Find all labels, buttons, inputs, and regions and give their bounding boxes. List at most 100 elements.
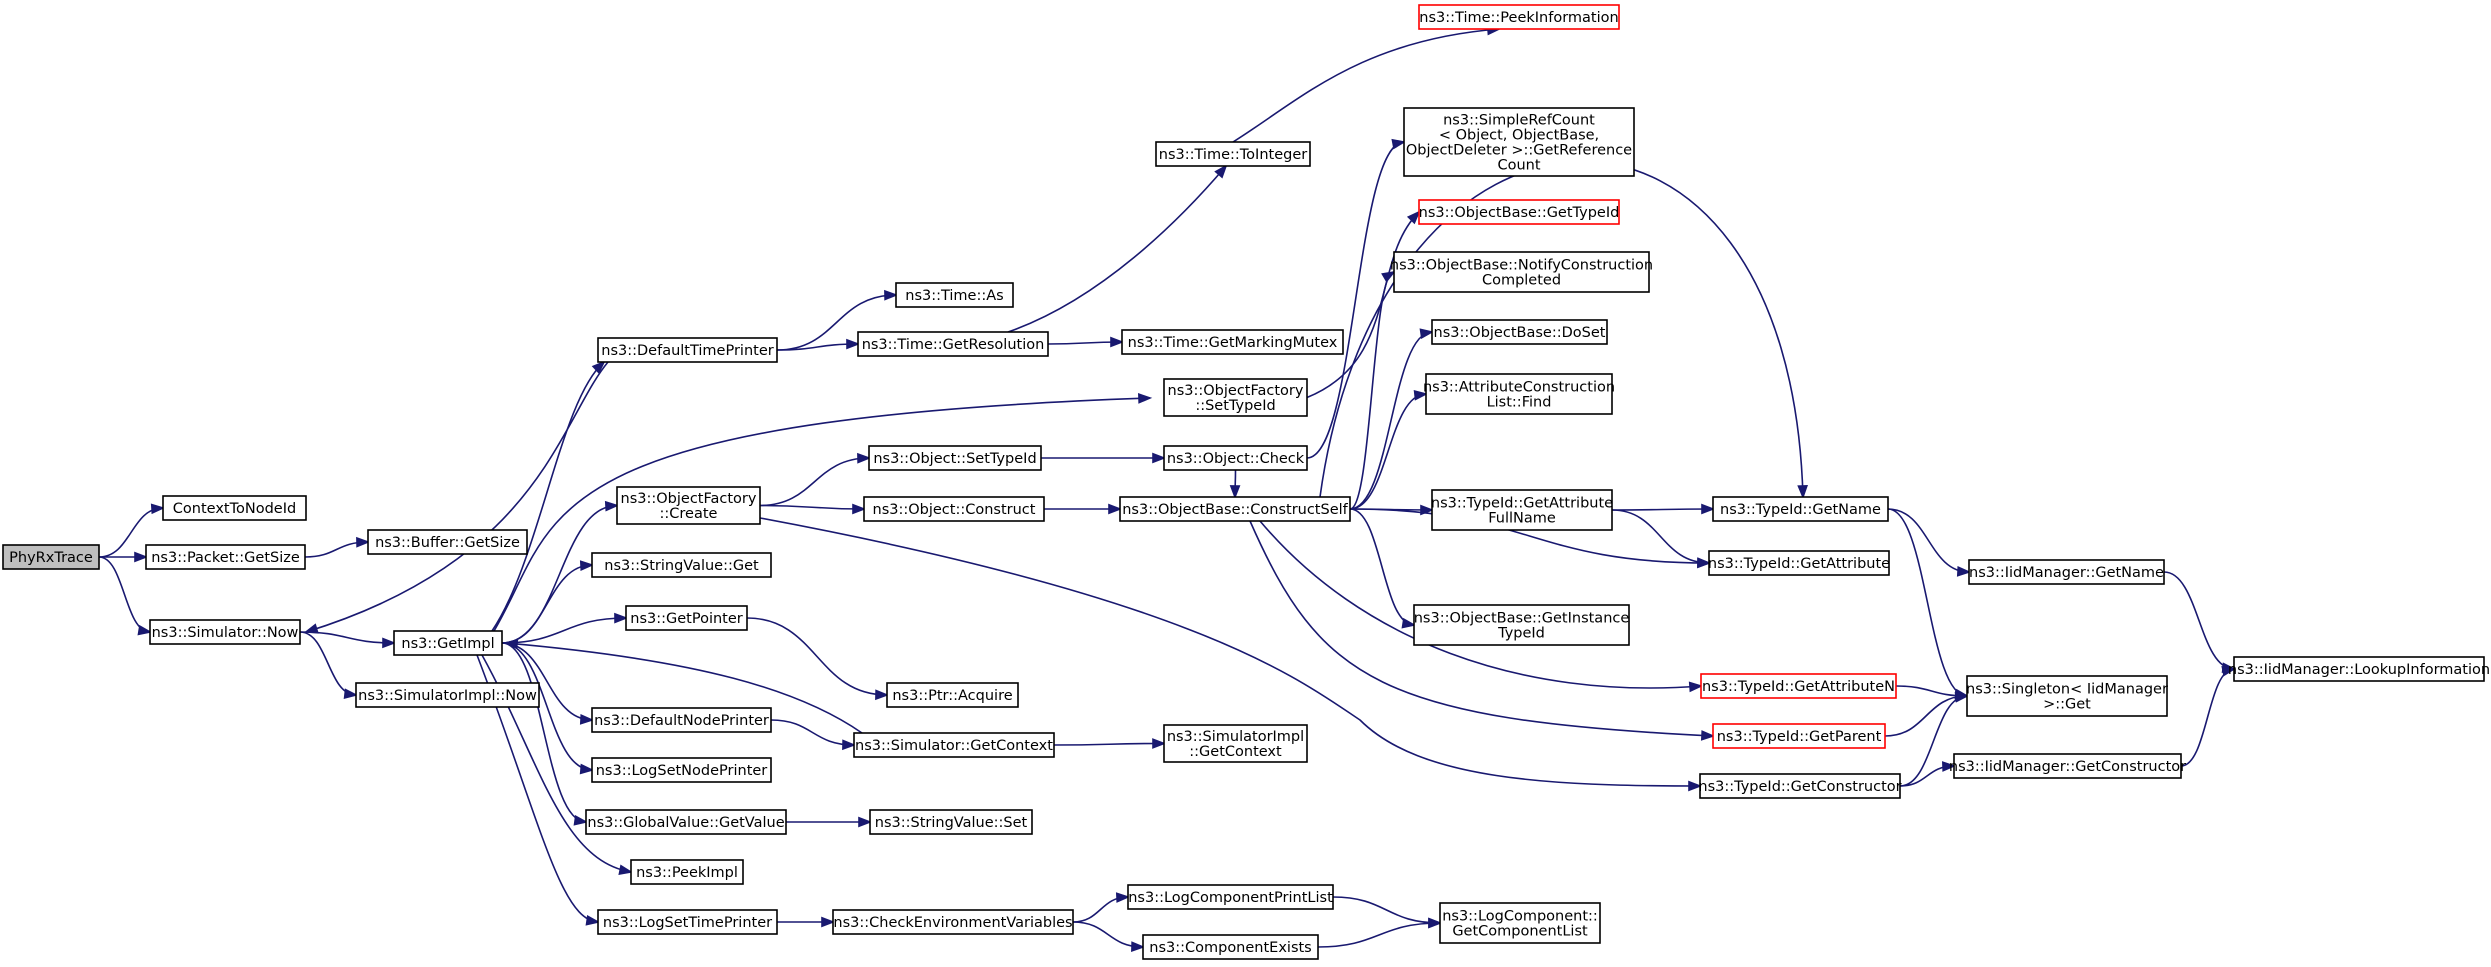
edge-line xyxy=(299,631,395,644)
node-simulatorimpl-now[interactable]: ns3::SimulatorImpl::Now xyxy=(355,682,540,708)
edge-line xyxy=(776,343,859,351)
node-typeid-getconstructor[interactable]: ns3::TypeId::GetConstructor xyxy=(1698,773,1902,799)
node-logcomponentprintlist[interactable]: ns3::LogComponentPrintList xyxy=(1127,884,1334,910)
node-label: ContextToNodeId xyxy=(173,501,296,517)
edge-objectbase-constructself-to-typeid-getattributen xyxy=(1259,520,1704,693)
arrowhead xyxy=(382,637,397,649)
arrowhead xyxy=(1413,389,1429,401)
arrowhead xyxy=(591,360,606,374)
node-objectbase-gettypeid[interactable]: ns3::ObjectBase::GetTypeId xyxy=(1418,199,1620,225)
node-iidmanager-getconstructor[interactable]: ns3::IidManager::GetConstructor xyxy=(1949,753,2186,779)
node-simulatorimpl-getcontext[interactable]: ns3::SimulatorImpl::GetContext xyxy=(1163,724,1308,763)
node-box xyxy=(1127,884,1334,910)
node-checkenvironmentvariables[interactable]: ns3::CheckEnvironmentVariables xyxy=(832,909,1074,935)
node-typeid-getattributen[interactable]: ns3::TypeId::GetAttributeN xyxy=(1700,673,1897,699)
arrowhead xyxy=(1419,328,1435,339)
node-label: ns3::Object::Construct xyxy=(873,502,1036,518)
node-label: ns3::ObjectBase::GetTypeId xyxy=(1419,205,1620,221)
node-logsetnodeprinter[interactable]: ns3::LogSetNodePrinter xyxy=(591,757,772,783)
edge-getimpl-to-logsetnodeprinter xyxy=(501,642,595,775)
node-label: ns3::TypeId::GetConstructor xyxy=(1698,779,1901,795)
node-globalvalue-getvalue[interactable]: ns3::GlobalValue::GetValue xyxy=(585,809,787,835)
node-box xyxy=(1142,934,1319,960)
node-objectfactory-settypeid[interactable]: ns3::ObjectFactory::SetTypeId xyxy=(1163,378,1308,417)
edge-typeid-getattributefullname-to-typeid-getname xyxy=(1611,503,1716,515)
node-logcomponent-getcomponentlist[interactable]: ns3::LogComponent::GetComponentList xyxy=(1439,902,1601,944)
node-packet-getsize[interactable]: ns3::Packet::GetSize xyxy=(145,544,306,570)
node-simulator-getcontext[interactable]: ns3::Simulator::GetContext xyxy=(853,732,1055,758)
node-label: >::Get xyxy=(2043,697,2091,713)
node-componentexists[interactable]: ns3::ComponentExists xyxy=(1142,934,1319,960)
node-simplerefcount[interactable]: ns3::SimpleRefCount< Object, ObjectBase,… xyxy=(1403,107,1635,177)
node-objectfactory-create[interactable]: ns3::ObjectFactory::Create xyxy=(616,486,761,525)
edge-line xyxy=(759,457,870,507)
node-label: ns3::DefaultNodePrinter xyxy=(594,713,769,729)
node-stringvalue-set[interactable]: ns3::StringValue::Set xyxy=(869,809,1033,835)
edge-objectbase-constructself-to-objectbase-doset xyxy=(1349,328,1435,510)
edge-getimpl-to-getpointer xyxy=(501,612,629,644)
arrowhead xyxy=(1110,336,1125,348)
node-label: ns3::LogSetNodePrinter xyxy=(596,763,768,779)
node-time-getmarkingmutex[interactable]: ns3::Time::GetMarkingMutex xyxy=(1121,329,1344,355)
edge-line xyxy=(1349,508,1710,564)
node-label: ns3::SimulatorImpl::Now xyxy=(358,688,537,704)
node-label: ns3::LogComponentPrintList xyxy=(1128,890,1333,906)
edge-checkenvironmentvariables-to-logcomponentprintlist xyxy=(1072,892,1131,923)
node-box xyxy=(1121,329,1344,355)
node-time-tointeger[interactable]: ns3::Time::ToInteger xyxy=(1155,141,1311,167)
node-box xyxy=(1425,373,1613,415)
node-typeid-getname[interactable]: ns3::TypeId::GetName xyxy=(1712,496,1889,522)
node-label: ns3::Simulator::Now xyxy=(152,625,299,641)
node-objectbase-constructself[interactable]: ns3::ObjectBase::ConstructSelf xyxy=(1119,496,1351,522)
node-time-as[interactable]: ns3::Time::As xyxy=(895,282,1014,308)
node-object-construct[interactable]: ns3::Object::Construct xyxy=(863,496,1045,522)
node-box xyxy=(616,486,761,525)
node-iidmanager-lookupinformation[interactable]: ns3::IidManager::LookupInformation xyxy=(2228,656,2490,682)
arrowhead xyxy=(1115,892,1131,903)
node-typeid-getattribute[interactable]: ns3::TypeId::GetAttribute xyxy=(1708,550,1890,576)
arrowhead xyxy=(134,551,149,563)
node-objectbase-doset[interactable]: ns3::ObjectBase::DoSet xyxy=(1431,319,1608,345)
node-object-settypeid[interactable]: ns3::Object::SetTypeId xyxy=(868,445,1042,471)
node-label: ns3::GlobalValue::GetValue xyxy=(587,815,784,831)
node-buffer-getsize[interactable]: ns3::Buffer::GetSize xyxy=(367,529,528,555)
node-label: ns3::LogComponent:: xyxy=(1442,909,1598,925)
edge-simulator-getcontext-to-simulatorimpl-getcontext xyxy=(1053,738,1167,749)
edge-line xyxy=(1053,742,1165,746)
node-label: ns3::ObjectFactory xyxy=(1168,383,1304,399)
node-box xyxy=(591,552,772,578)
node-typeid-getparent[interactable]: ns3::TypeId::GetParent xyxy=(1712,723,1886,749)
edge-line xyxy=(1349,393,1427,510)
node-defaulttimeprinter[interactable]: ns3::DefaultTimePrinter xyxy=(597,337,778,363)
node-phyrxtrace[interactable]: PhyRxTrace xyxy=(2,544,100,570)
node-contexttonodeid[interactable]: ContextToNodeId xyxy=(162,495,307,521)
node-box xyxy=(1700,673,1897,699)
node-time-peekinformation[interactable]: ns3::Time::PeekInformation xyxy=(1418,4,1620,30)
node-object-check[interactable]: ns3::Object::Check xyxy=(1163,445,1308,471)
node-defaultnodeprinter[interactable]: ns3::DefaultNodePrinter xyxy=(591,707,772,733)
node-getpointer[interactable]: ns3::GetPointer xyxy=(625,605,748,631)
node-time-getresolution[interactable]: ns3::Time::GetResolution xyxy=(857,331,1049,357)
edge-line xyxy=(501,564,593,644)
edge-line xyxy=(501,617,627,644)
node-label: ns3::TypeId::GetAttribute xyxy=(1431,496,1613,512)
node-simulator-now[interactable]: ns3::Simulator::Now xyxy=(149,619,301,645)
arrowhead xyxy=(303,623,319,634)
node-iidmanager-getname[interactable]: ns3::IidManager::GetName xyxy=(1968,559,2165,585)
node-singleton-get[interactable]: ns3::Singleton< IidManager >::Get xyxy=(1966,675,2168,717)
node-ptr-acquire[interactable]: ns3::Ptr::Acquire xyxy=(886,682,1019,708)
edge-getimpl-to-objectfactory-settypeid xyxy=(493,393,1153,632)
node-logsettimeprinter[interactable]: ns3::LogSetTimePrinter xyxy=(597,909,778,935)
node-peekimpl[interactable]: ns3::PeekImpl xyxy=(630,859,744,885)
arrowhead xyxy=(618,864,634,876)
edge-line xyxy=(493,397,1151,632)
node-objectbase-notifyconstructioncompleted[interactable]: ns3::ObjectBase::NotifyConstructionCompl… xyxy=(1390,251,1653,293)
arrowhead xyxy=(503,638,519,650)
edge-line xyxy=(1349,271,1395,510)
node-getimpl[interactable]: ns3::GetImpl xyxy=(393,630,503,656)
node-stringvalue-get[interactable]: ns3::StringValue::Get xyxy=(591,552,772,578)
node-box xyxy=(1418,4,1620,30)
